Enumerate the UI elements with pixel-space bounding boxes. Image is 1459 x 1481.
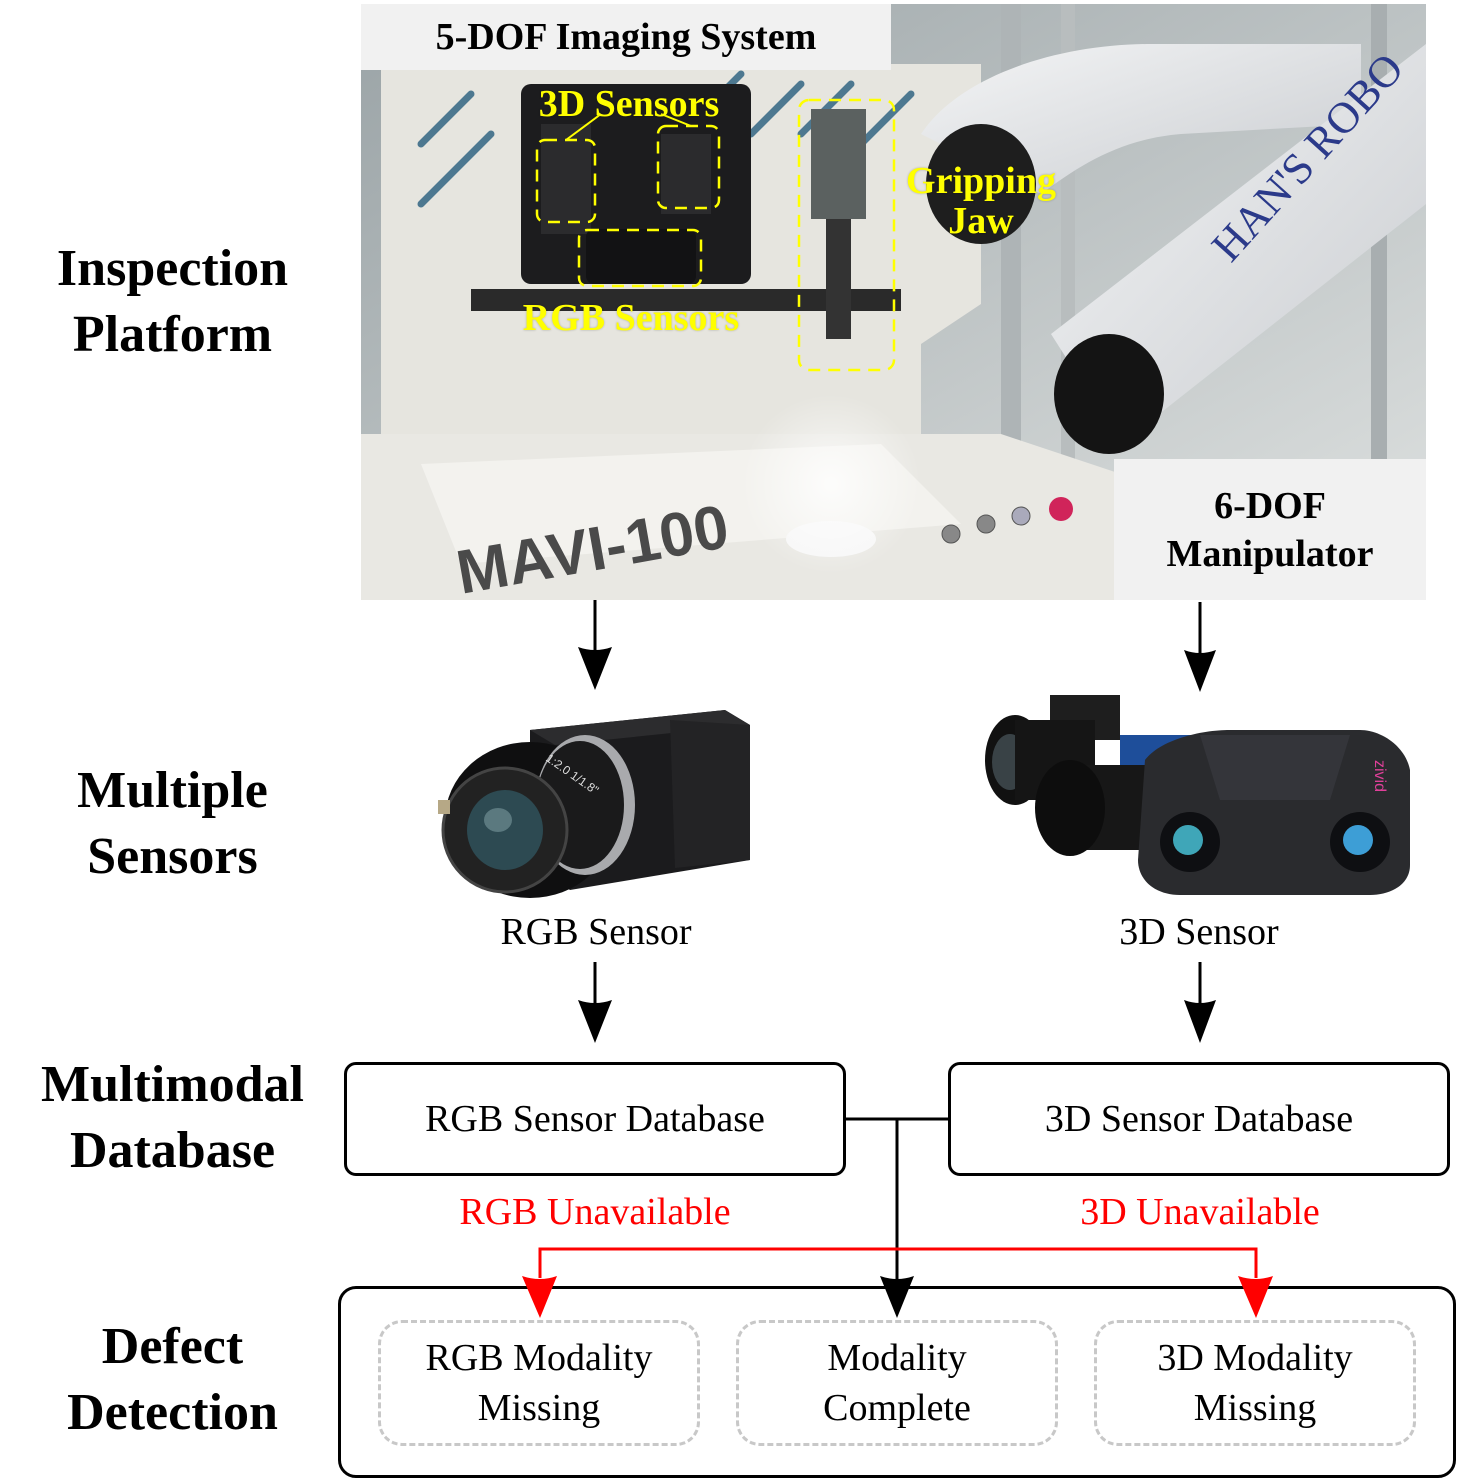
rgb-unavailable-label: RGB Unavailable <box>459 1191 731 1233</box>
modality-box-line: Missing <box>1193 1387 1317 1429</box>
annotation-box-gripper <box>797 98 896 372</box>
manipulator-caption: 6-DOF Manipulator <box>1114 459 1426 600</box>
red-branch-line <box>538 1247 1258 1278</box>
annotation-label-rgb-sensors: RGB Sensors <box>522 297 740 339</box>
stage-label-multiple-sensors: Multiple Sensors <box>0 758 345 890</box>
camera-3d-right <box>661 134 711 214</box>
panel-slots <box>417 70 915 208</box>
manipulator-caption-line: Manipulator <box>1166 532 1374 575</box>
3d-unavailable-label: 3D Unavailable <box>1080 1191 1320 1233</box>
rgb-sensor-caption: RGB Sensor <box>500 911 692 953</box>
annotation-label-line: Gripping <box>906 160 1056 202</box>
rgb-focus-screw <box>438 800 450 814</box>
arrowhead <box>1184 1000 1216 1043</box>
3d-sensor-database: 3D Sensor Database <box>948 1062 1450 1176</box>
stage-label-multimodal-database: Multimodal Database <box>0 1052 345 1184</box>
robot-joint <box>926 124 1036 244</box>
zivid-brand-text: zivid <box>1371 760 1388 792</box>
3d-sensor-caption: 3D Sensor <box>1119 911 1279 953</box>
camera-rgb <box>586 229 696 284</box>
3d-database-label: 3D Sensor Database <box>1044 1098 1354 1140</box>
imaging-system-caption: 5-DOF Imaging System <box>361 4 891 70</box>
stage-label-defect-detection: Defect Detection <box>0 1314 345 1446</box>
camera-3d-left <box>541 124 591 234</box>
annotation-label-3d-sensors: 3D Sensors <box>538 83 720 125</box>
modality-box-line: Missing <box>477 1387 601 1429</box>
modality-box-line: 3D Modality <box>1157 1337 1353 1379</box>
zivid-right-glass <box>1343 825 1373 855</box>
stage-label-line: Multiple <box>77 762 268 819</box>
robot-arm-end <box>1054 334 1164 454</box>
zivid-left-glass <box>1173 825 1203 855</box>
3d-sensor-image: zivid <box>985 695 1410 895</box>
modality-complete-box: Modality Complete <box>736 1320 1058 1446</box>
stage-label-line: Detection <box>67 1384 278 1441</box>
stage-label-line: Defect <box>101 1318 244 1375</box>
modality-box-line: RGB Modality <box>425 1337 653 1379</box>
rgb-sensor-image: 1:2.0 1/1.8" <box>438 710 750 898</box>
linear-rail <box>471 289 901 311</box>
rgb-sensor-database: RGB Sensor Database <box>344 1062 846 1176</box>
zivid-top-ribs <box>1200 735 1350 800</box>
rgb-modality-missing-box: RGB Modality Missing <box>378 1320 700 1446</box>
annotation-leaders <box>565 113 692 141</box>
stage-label-inspection-platform: Inspection Platform <box>0 236 345 368</box>
control-buttons <box>941 497 1073 544</box>
platform-illustration: MAVI-100 HAN'S ROBO <box>361 4 1426 600</box>
light-glow <box>741 394 921 574</box>
stage-label-line: Database <box>69 1122 276 1179</box>
stereo-lens-2 <box>1035 760 1105 856</box>
3d-modality-missing-box: 3D Modality Missing <box>1094 1320 1416 1446</box>
modality-box-line: Modality <box>827 1337 967 1379</box>
annotation-box-rgb <box>577 228 703 288</box>
robot-arm-lower <box>1051 44 1426 444</box>
arrowhead <box>1184 650 1216 692</box>
modality-box-line: Complete <box>823 1387 971 1429</box>
rgb-lens-reflection <box>484 808 512 832</box>
arrowhead <box>578 647 612 690</box>
stage-label-line: Multimodal <box>41 1056 304 1113</box>
rgb-camera-side <box>670 720 750 868</box>
arrowhead <box>578 1000 612 1043</box>
gripper-motor <box>811 109 866 219</box>
robot-arm-upper <box>921 44 1361 194</box>
gripper-jaw <box>826 219 851 339</box>
annotation-label-line: Jaw <box>948 200 1014 242</box>
red-unavailable-paths <box>538 1247 1258 1278</box>
annotation-label-gripping-jaw: Gripping Jaw <box>891 161 1071 241</box>
inspection-platform-photo: MAVI-100 HAN'S ROBO 5-DOF Imaging Sys <box>361 4 1426 600</box>
stage-label-line: Platform <box>72 306 273 363</box>
manipulator-caption-line: 6-DOF <box>1214 484 1326 527</box>
stage-label-line: Sensors <box>87 828 258 885</box>
stage-label-line: Inspection <box>56 240 289 297</box>
rgb-database-label: RGB Sensor Database <box>425 1098 765 1140</box>
